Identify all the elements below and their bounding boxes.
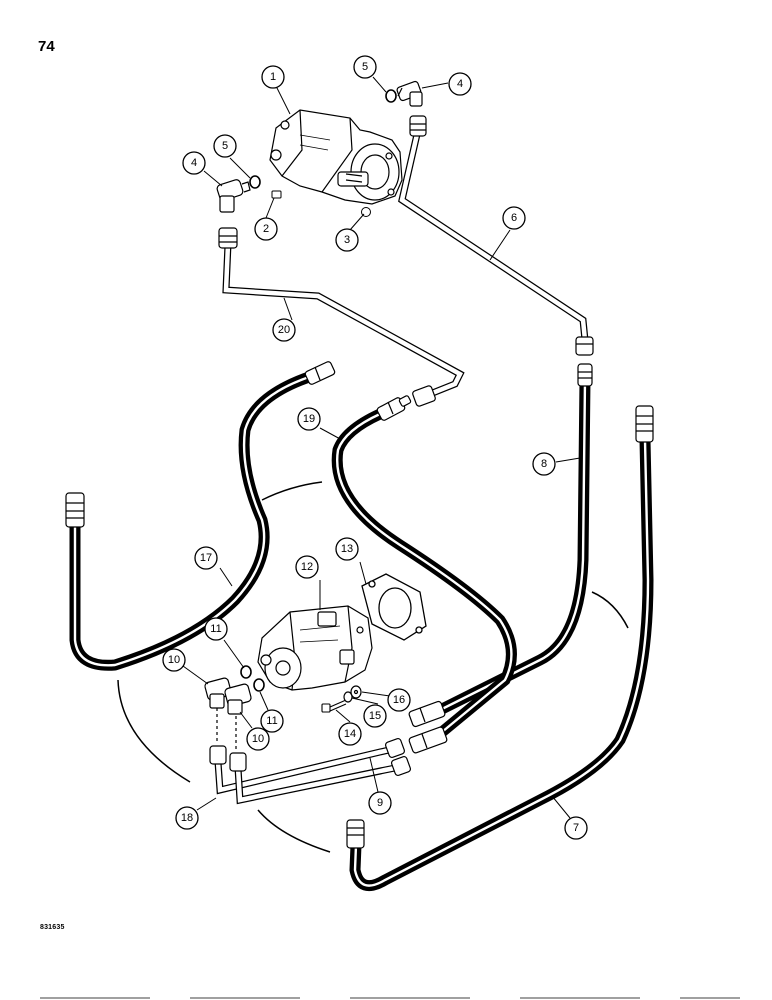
o-ring-5-left [249, 175, 261, 189]
hose-7-top-fitting [635, 405, 654, 443]
hose-17-left-fitting [65, 492, 85, 528]
svg-text:14: 14 [344, 728, 356, 740]
svg-text:4: 4 [191, 157, 197, 169]
elbow-fitting-10-right [224, 683, 252, 752]
svg-text:7: 7 [573, 822, 579, 834]
hose-17 [69, 370, 314, 671]
tube-20-bottom-nut [412, 385, 436, 407]
hose-8 [427, 379, 591, 720]
washer-15 [343, 691, 353, 703]
hose-8-lower-fitting [408, 700, 446, 728]
callout-8: 8 [532, 452, 556, 476]
svg-text:11: 11 [210, 623, 221, 635]
washer-16 [350, 685, 362, 699]
elbow-fitting-4-left [216, 179, 251, 213]
hose-19-top-fitting [376, 395, 412, 421]
svg-text:10: 10 [252, 733, 264, 745]
tube-9-nuts [209, 737, 412, 777]
tube-20 [222, 243, 465, 400]
hose-7 [349, 439, 654, 892]
svg-text:13: 13 [341, 543, 353, 555]
routing-arcs [117, 481, 629, 853]
callout-10-left: 10 [162, 648, 186, 672]
callout-6: 6 [502, 206, 526, 230]
elbow-fitting-4-upper [396, 80, 423, 107]
tube-6-bottom-nut [575, 336, 594, 356]
svg-text:10: 10 [168, 654, 180, 666]
svg-text:1: 1 [270, 71, 276, 83]
hose-19-lower-fitting [408, 726, 448, 754]
svg-text:15: 15 [369, 710, 381, 722]
svg-text:11: 11 [266, 715, 277, 727]
upper-pump [269, 109, 403, 205]
callout-11-lower: 11 [260, 709, 284, 733]
callout-14: 14 [338, 722, 362, 746]
svg-text:6: 6 [511, 212, 517, 224]
callout-10-right: 10 [246, 727, 270, 751]
hose-8-top-fitting [577, 363, 593, 387]
callout-12: 12 [295, 555, 319, 579]
hose-19 [331, 408, 517, 737]
tube-6-top-nut [409, 115, 427, 137]
callout-3: 3 [335, 228, 359, 252]
o-ring-11-lower [253, 678, 265, 692]
o-ring-11-upper [240, 665, 252, 679]
svg-text:18: 18 [181, 812, 193, 824]
tube-20-top-nut [218, 227, 238, 249]
svg-text:8: 8 [541, 458, 547, 470]
hose-17-top-fitting [304, 361, 336, 385]
callout-5-upper: 5 [353, 55, 377, 79]
callout-1: 1 [261, 65, 285, 89]
page-number: 74 [38, 38, 55, 55]
svg-text:20: 20 [278, 324, 290, 336]
callout-18: 18 [175, 806, 199, 830]
svg-text:5: 5 [362, 61, 368, 73]
bolt-14 [321, 699, 347, 713]
figure-code: 831635 [40, 924, 65, 931]
svg-text:12: 12 [301, 561, 313, 573]
callout-20: 20 [272, 318, 296, 342]
callout-2: 2 [254, 217, 278, 241]
tube-6 [398, 129, 589, 341]
callout-13: 13 [335, 537, 359, 561]
callout-15: 15 [363, 704, 387, 728]
svg-text:5: 5 [222, 140, 228, 152]
gasket-13 [361, 573, 427, 641]
svg-text:17: 17 [200, 552, 212, 564]
callout-leaders [182, 76, 581, 819]
svg-text:19: 19 [303, 413, 315, 425]
callout-5-left: 5 [213, 134, 237, 158]
svg-text:2: 2 [263, 223, 269, 235]
callout-4-left: 4 [182, 151, 206, 175]
callout-16: 16 [387, 688, 411, 712]
svg-text:4: 4 [457, 78, 463, 90]
svg-text:9: 9 [377, 797, 383, 809]
lower-pump [257, 605, 373, 691]
hose-7-bottom-fitting [346, 819, 365, 849]
elbow-fitting-10-left [204, 677, 232, 742]
callout-9: 9 [368, 791, 392, 815]
callout-19: 19 [297, 407, 321, 431]
callout-4-upper: 4 [448, 72, 472, 96]
callout-11-upper: 11 [204, 617, 228, 641]
callout-17: 17 [194, 546, 218, 570]
svg-text:3: 3 [344, 234, 350, 246]
svg-text:16: 16 [393, 694, 405, 706]
o-ring-5-upper [385, 89, 397, 103]
bolt-2 [271, 190, 282, 199]
callout-7: 7 [564, 816, 588, 840]
